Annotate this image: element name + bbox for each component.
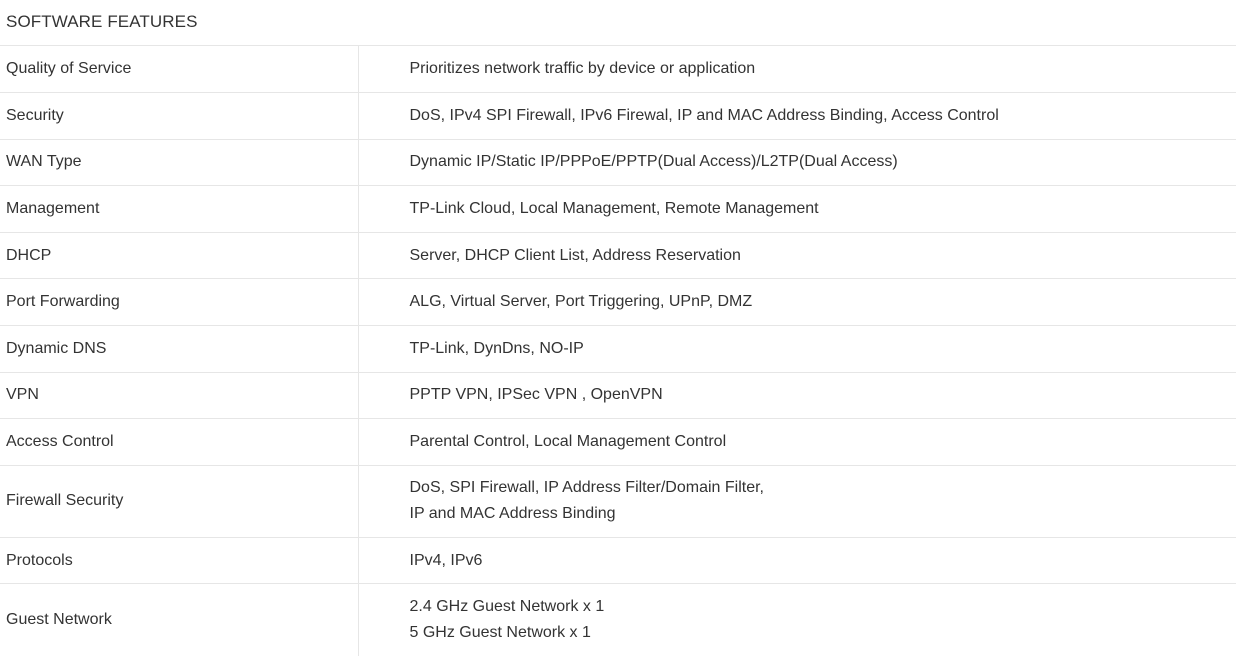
- spec-label: Quality of Service: [0, 46, 358, 93]
- spec-value: Prioritizes network traffic by device or…: [358, 46, 1236, 93]
- spec-table-body: Quality of Service Prioritizes network tr…: [0, 46, 1236, 656]
- table-row: Access Control Parental Control, Local Ma…: [0, 419, 1236, 466]
- table-row: VPN PPTP VPN, IPSec VPN , OpenVPN: [0, 372, 1236, 419]
- spec-label: VPN: [0, 372, 358, 419]
- spec-label: Firewall Security: [0, 465, 358, 537]
- spec-label: Security: [0, 93, 358, 140]
- spec-label: Guest Network: [0, 584, 358, 656]
- spec-value: TP-Link, DynDns, NO-IP: [358, 326, 1236, 373]
- spec-value-line: DoS, SPI Firewall, IP Address Filter/Dom…: [410, 475, 1236, 501]
- spec-value: TP-Link Cloud, Local Management, Remote …: [358, 186, 1236, 233]
- table-row: Dynamic DNS TP-Link, DynDns, NO-IP: [0, 326, 1236, 373]
- table-row: DHCP Server, DHCP Client List, Address Re…: [0, 232, 1236, 279]
- table-row: WAN Type Dynamic IP/Static IP/PPPoE/PPTP(…: [0, 139, 1236, 186]
- spec-table: Quality of Service Prioritizes network tr…: [0, 46, 1236, 656]
- spec-value-line: 5 GHz Guest Network x 1: [410, 620, 1236, 646]
- spec-value: DoS, SPI Firewall, IP Address Filter/Dom…: [358, 465, 1236, 537]
- spec-value: Parental Control, Local Management Contr…: [358, 419, 1236, 466]
- spec-value: IPv4, IPv6: [358, 537, 1236, 584]
- table-row: Quality of Service Prioritizes network tr…: [0, 46, 1236, 93]
- spec-value-line: IP and MAC Address Binding: [410, 501, 1236, 527]
- spec-value: ALG, Virtual Server, Port Triggering, UP…: [358, 279, 1236, 326]
- spec-value-line: Parental Control, Local Management Contr…: [410, 429, 1236, 455]
- section-title: SOFTWARE FEATURES: [0, 0, 1236, 46]
- spec-value-line: Dynamic IP/Static IP/PPPoE/PPTP(Dual Acc…: [410, 149, 1236, 175]
- table-row: Firewall Security DoS, SPI Firewall, IP A…: [0, 465, 1236, 537]
- spec-label: Management: [0, 186, 358, 233]
- spec-value-line: Server, DHCP Client List, Address Reserv…: [410, 243, 1236, 269]
- spec-value-line: TP-Link Cloud, Local Management, Remote …: [410, 196, 1236, 222]
- spec-value-line: TP-Link, DynDns, NO-IP: [410, 336, 1236, 362]
- spec-label: DHCP: [0, 232, 358, 279]
- spec-value: Server, DHCP Client List, Address Reserv…: [358, 232, 1236, 279]
- spec-value-line: PPTP VPN, IPSec VPN , OpenVPN: [410, 382, 1236, 408]
- spec-label: WAN Type: [0, 139, 358, 186]
- spec-label: Protocols: [0, 537, 358, 584]
- table-row: Port Forwarding ALG, Virtual Server, Port…: [0, 279, 1236, 326]
- table-row: Protocols IPv4, IPv6: [0, 537, 1236, 584]
- spec-value: PPTP VPN, IPSec VPN , OpenVPN: [358, 372, 1236, 419]
- spec-value-line: ALG, Virtual Server, Port Triggering, UP…: [410, 289, 1236, 315]
- spec-value-line: IPv4, IPv6: [410, 548, 1236, 574]
- spec-value-line: DoS, IPv4 SPI Firewall, IPv6 Firewal, IP…: [410, 103, 1236, 129]
- spec-value: Dynamic IP/Static IP/PPPoE/PPTP(Dual Acc…: [358, 139, 1236, 186]
- table-row: Management TP-Link Cloud, Local Managemen…: [0, 186, 1236, 233]
- spec-label: Port Forwarding: [0, 279, 358, 326]
- spec-value: DoS, IPv4 SPI Firewall, IPv6 Firewal, IP…: [358, 93, 1236, 140]
- spec-value-line: Prioritizes network traffic by device or…: [410, 56, 1236, 82]
- spec-label: Access Control: [0, 419, 358, 466]
- spec-label: Dynamic DNS: [0, 326, 358, 373]
- spec-value-line: 2.4 GHz Guest Network x 1: [410, 594, 1236, 620]
- table-row: Security DoS, IPv4 SPI Firewall, IPv6 Fir…: [0, 93, 1236, 140]
